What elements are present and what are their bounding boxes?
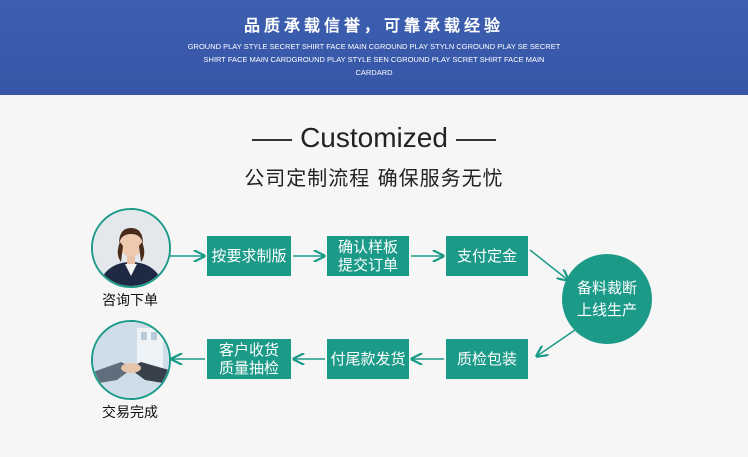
step-production: 备料裁断 上线生产 [562,254,652,344]
step-final-payment-shipping: 付尾款发货 [327,339,409,379]
caption-consult-order: 咨询下单 [102,293,158,309]
step-pay-deposit: 支付定金 [446,236,528,276]
step-customer-inspection: 客户收货 质量抽检 [207,339,291,379]
section-heading: Customized [0,122,748,154]
heading-line-left [252,138,293,141]
handshake-image [91,320,171,400]
caption-deal-complete: 交易完成 [102,405,158,421]
header-banner: 品质承载信誉，可靠承载经验 GROUND PLAY STYLE SECRET S… [0,0,748,95]
section-subheading: 公司定制流程 确保服务无忧 [244,166,504,190]
heading-line-right [455,138,496,141]
step-make-pattern: 按要求制版 [207,236,291,276]
arrow-5 [537,329,576,356]
banner-title: 品质承载信誉，可靠承载经验 [243,16,504,35]
banner-subtitle: GROUND PLAY STYLE SECRET SHIRT FACE MAIN… [187,42,561,77]
consultant-avatar-image [91,208,171,288]
step-confirm-sample: 确认样板 提交订单 [327,236,409,276]
arrow-4 [529,249,568,280]
step-quality-packing: 质检包装 [446,339,528,379]
heading-title: Customized [300,122,448,153]
